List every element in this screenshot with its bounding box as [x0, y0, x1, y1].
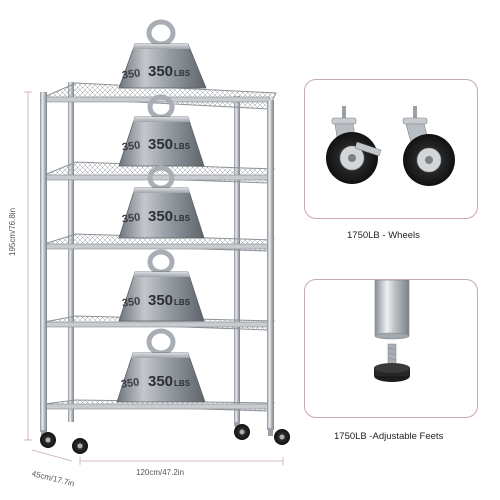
weight-label-1-side: 350 [121, 67, 141, 81]
weight-labels: 350LBS 350 350LBS 350 350LBS 350 350LBS … [120, 63, 190, 391]
shelf-casters [40, 422, 290, 454]
wheels-illustration [326, 106, 455, 186]
weight-label-4-side: 350 [121, 295, 141, 309]
caster-wheel-with-brake [326, 106, 382, 184]
weight-label-3-side: 350 [121, 211, 141, 225]
weight-label-1: 350LBS [148, 63, 191, 80]
weights [116, 19, 207, 403]
weight-label-3: 350LBS [148, 208, 191, 225]
caster-back-right [234, 422, 250, 440]
caster-wheel-swivel [402, 106, 455, 186]
wheels-feature-panel [304, 79, 478, 219]
feet-caption: 1750LB -Adjustable Feets [334, 431, 444, 442]
weight-4 [118, 249, 205, 322]
width-dimension-label: 120cm/47.2in [136, 468, 185, 477]
caster-front-left-2 [72, 438, 88, 454]
weight-label-5: 350LBS [148, 373, 191, 390]
back-posts [68, 82, 240, 426]
weight-label-2-side: 350 [121, 139, 141, 153]
weight-3 [118, 165, 205, 239]
dimension-lines [24, 91, 284, 465]
weight-label-5-side: 350 [120, 376, 140, 390]
adjustable-feet-illustration [374, 279, 410, 382]
leveling-foot [374, 343, 410, 382]
weight-5 [116, 328, 206, 403]
weight-2 [118, 94, 205, 167]
front-posts [40, 92, 274, 432]
caster-front-right [268, 428, 290, 445]
chrome-pole [374, 279, 410, 340]
wheels-caption: 1750LB - Wheels [347, 230, 420, 241]
feet-feature-panel [304, 279, 478, 418]
weight-label-2: 350LBS [148, 136, 191, 153]
height-dimension-label: 195cm/76.8in [8, 207, 17, 256]
weight-label-4: 350LBS [148, 292, 191, 309]
caster-front-left [40, 430, 56, 448]
weight-1 [118, 19, 207, 89]
